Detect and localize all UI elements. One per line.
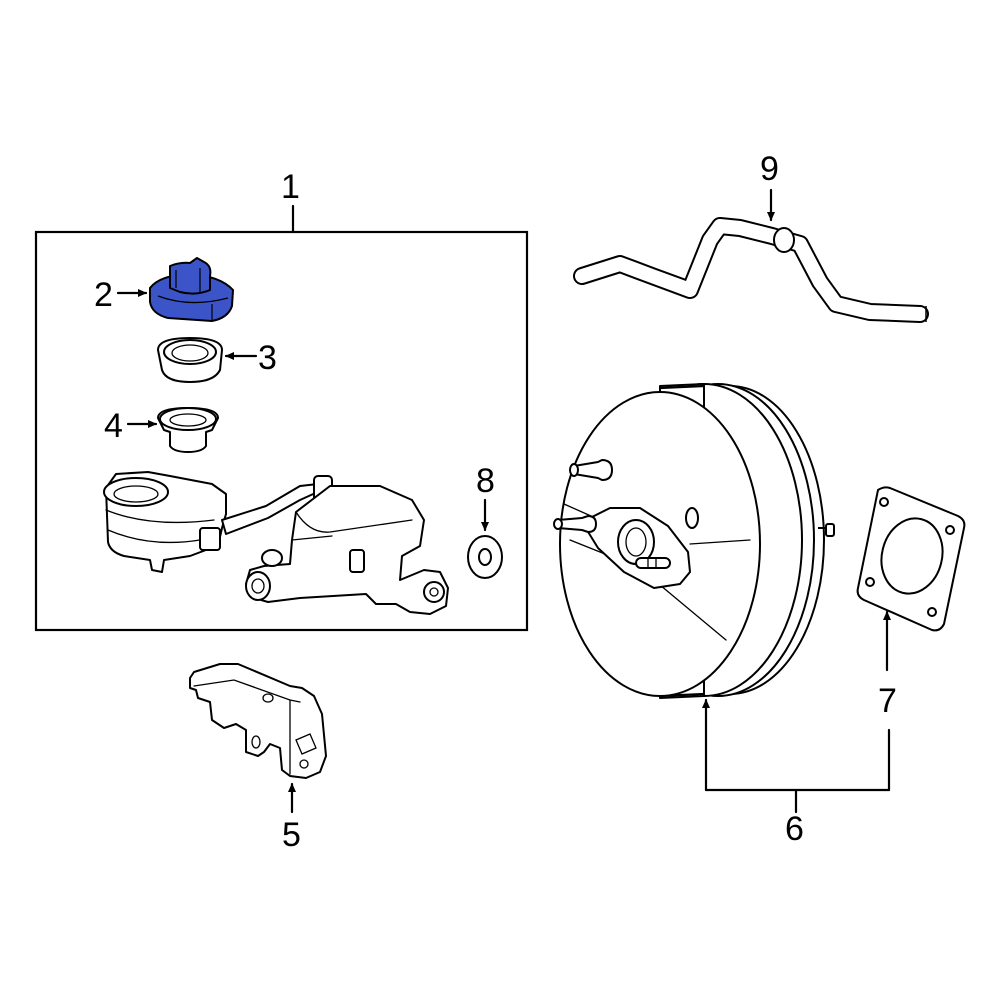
callout-2[interactable]: 2	[94, 276, 113, 314]
callout-3[interactable]: 3	[258, 339, 277, 377]
mounting-bracket[interactable]	[189, 663, 327, 779]
reservoir-strainer[interactable]	[157, 337, 223, 383]
master-cylinder[interactable]	[103, 471, 449, 615]
vacuum-hose[interactable]	[573, 217, 929, 323]
brake-booster[interactable]	[553, 383, 835, 699]
callout-8[interactable]: 8	[476, 462, 495, 500]
booster-gasket[interactable]	[856, 486, 966, 632]
reservoir-filter[interactable]	[157, 407, 219, 453]
callout-6-bracket-lines	[702, 698, 891, 814]
callout-9[interactable]: 9	[760, 150, 779, 188]
callout-1[interactable]: 1	[281, 168, 300, 206]
callout-6[interactable]: 6	[785, 810, 804, 848]
reservoir-cap[interactable]	[149, 257, 234, 322]
callout-5[interactable]: 5	[282, 816, 301, 854]
master-cylinder-group-box	[34, 204, 529, 632]
callout-7[interactable]: 7	[878, 682, 897, 720]
seal-ring[interactable]	[467, 535, 503, 579]
callout-4[interactable]: 4	[104, 407, 123, 445]
